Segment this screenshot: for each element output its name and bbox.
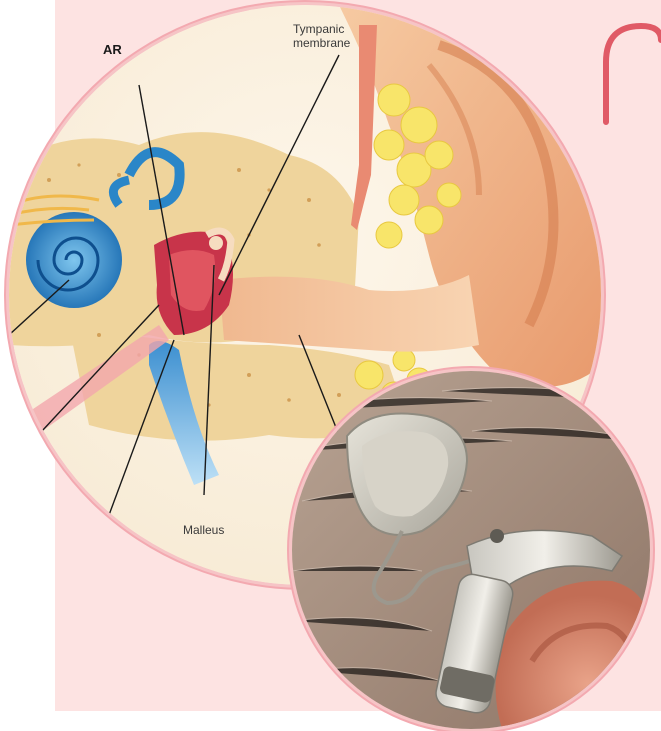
malleus-label: Malleus: [183, 523, 224, 537]
tympanic-membrane-label: Tympanic membrane: [293, 22, 350, 50]
cochlear-implant-photo: [292, 371, 650, 729]
ear-label-partial: AR: [103, 43, 122, 57]
